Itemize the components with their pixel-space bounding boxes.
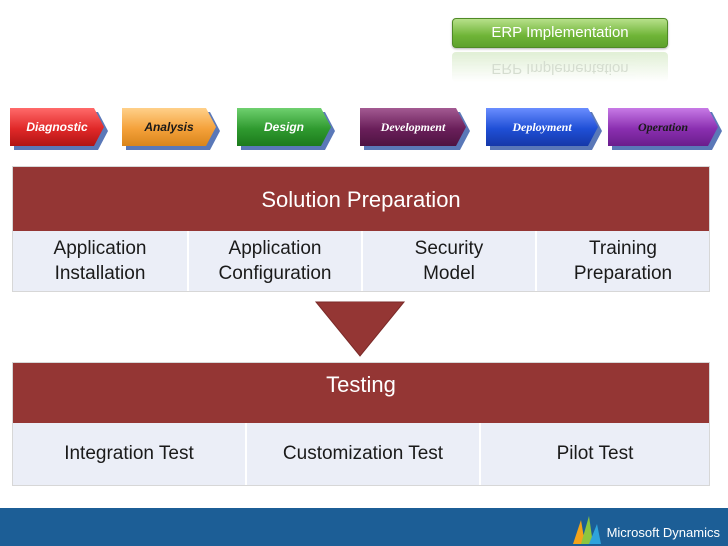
phase-analysis: Analysis [122, 108, 216, 146]
testing-title: Testing [13, 363, 709, 423]
phase-bar: Diagnostic Analysis Design Development D… [0, 108, 728, 152]
phase-development: Development [360, 108, 466, 146]
item-line: Application [228, 238, 322, 259]
testing-item: Integration Test [64, 443, 194, 464]
item-line: Configuration [218, 263, 332, 284]
erp-implementation-badge: ERP Implementation [452, 18, 668, 48]
item-line: Training [589, 238, 657, 259]
microsoft-dynamics-logo: Microsoft Dynamics [571, 512, 720, 544]
footer-bar: Microsoft Dynamics [0, 508, 728, 546]
phase-design: Design [237, 108, 331, 146]
item-line: Application [53, 238, 147, 259]
testing-item: Customization Test [245, 423, 479, 485]
dynamics-logo-icon [572, 516, 601, 544]
item-line: Installation [54, 263, 146, 284]
item-line: Model [423, 263, 475, 284]
testing-panel: Testing Integration Test Customization T… [12, 362, 710, 486]
phase-deployment: Deployment [486, 108, 598, 146]
item-line: Preparation [573, 263, 673, 284]
phase-diagnostic: Diagnostic [10, 108, 104, 146]
solution-preparation-title: Solution Preparation [13, 167, 709, 231]
testing-items: Integration Test Customization Test Pilo… [13, 423, 709, 485]
item-line: Security [414, 238, 484, 259]
down-arrow-icon [314, 301, 406, 357]
phase-operation: Operation [608, 108, 718, 146]
erp-implementation-reflection: ERP Implementation [452, 52, 668, 82]
testing-item: Pilot Test [479, 423, 709, 485]
brand-name: Microsoft Dynamics [606, 525, 720, 540]
